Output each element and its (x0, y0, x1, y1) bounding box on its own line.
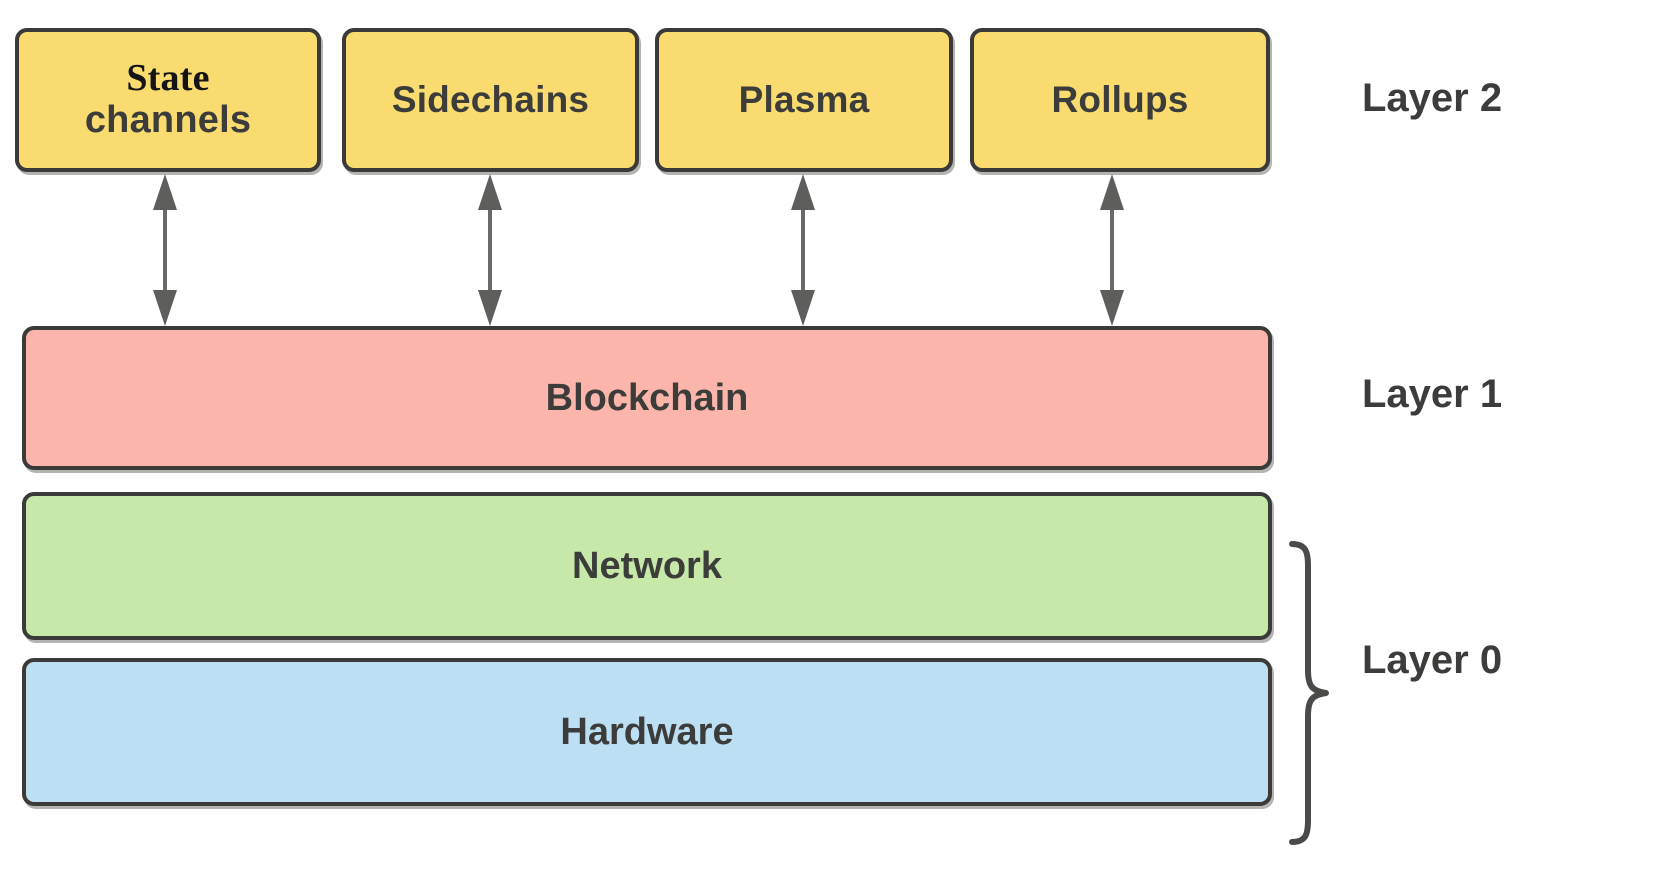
layer0-brace-icon (1288, 540, 1334, 846)
arrow-sidechains-to-blockchain (470, 172, 510, 328)
arrow-plasma-to-blockchain (783, 172, 823, 328)
layer-label-layer-2: Layer 2 (1362, 76, 1503, 120)
layer2-node-sidechains[interactable]: Sidechains (342, 28, 639, 172)
state-channels-label-line1: State (126, 56, 210, 99)
layer2-node-plasma[interactable]: Plasma (655, 28, 953, 172)
state-channels-label-wrap: State channels (84, 56, 252, 141)
layer-label-layer-1: Layer 1 (1362, 372, 1503, 416)
arrow-state-channels-to-blockchain (145, 172, 185, 328)
layer0-node-hardware[interactable]: Hardware (22, 658, 1272, 806)
layer1-node-blockchain[interactable]: Blockchain (22, 326, 1272, 470)
state-channels-label-line2: channels (84, 98, 252, 141)
layer0-node-network[interactable]: Network (22, 492, 1272, 640)
plasma-label: Plasma (738, 79, 870, 121)
layer2-node-state-channels[interactable]: State channels (15, 28, 321, 172)
sidechains-label: Sidechains (391, 79, 590, 121)
layer2-node-rollups[interactable]: Rollups (970, 28, 1270, 172)
hardware-label: Hardware (560, 710, 734, 753)
arrow-rollups-to-blockchain (1092, 172, 1132, 328)
network-label: Network (572, 544, 722, 587)
blockchain-label: Blockchain (545, 376, 749, 419)
rollups-label: Rollups (1051, 79, 1189, 121)
layer-label-layer-0: Layer 0 (1362, 638, 1503, 682)
